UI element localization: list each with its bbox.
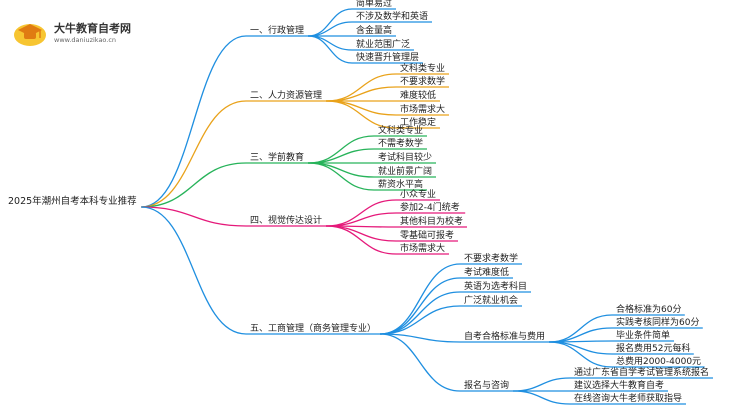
branch-5-child-2: 考试难度低 <box>464 266 509 278</box>
branch-5-child-3: 英语为选考科目 <box>464 280 527 292</box>
link-root-branch-4 <box>141 206 247 227</box>
brand-logo: 大牛教育自考网 www.daniuzikao.cn <box>12 18 162 48</box>
link-branch-5-child-4 <box>379 305 461 335</box>
branch-5-child-5: 自考合格标准与费用 <box>464 330 545 342</box>
sub-node-6-3: 在线咨询大牛老师获取指导 <box>574 392 682 404</box>
branch-label-3: 三、学前教育 <box>250 151 304 163</box>
link-branch-2-child-2 <box>325 86 397 102</box>
branch-2-child-5: 工作稳定 <box>400 116 436 128</box>
brand-url: www.daniuzikao.cn <box>54 36 117 44</box>
link-root-branch-2 <box>141 100 247 208</box>
sub-node-5-3: 毕业条件简单 <box>616 329 670 341</box>
link-sub-5-4 <box>548 341 613 355</box>
branch-label-2: 二、人力资源管理 <box>250 89 322 101</box>
branch-5-child-6: 报名与咨询 <box>464 379 509 391</box>
link-branch-3-child-5 <box>307 162 375 191</box>
branch-label-4: 四、视觉传达设计 <box>250 214 322 226</box>
link-branch-2-child-5 <box>325 100 397 129</box>
sub-node-5-5: 总费用2000-4000元 <box>616 355 701 367</box>
branch-4-child-3: 其他科目为校考 <box>400 215 463 227</box>
branch-1-child-3: 含金量高 <box>356 24 392 36</box>
branch-2-child-3: 难度较低 <box>400 89 436 101</box>
link-branch-4-child-4 <box>325 225 397 242</box>
branch-1-child-2: 不涉及数学和英语 <box>356 10 428 22</box>
branch-1-child-4: 就业范围广泛 <box>356 38 410 50</box>
link-branch-3-child-2 <box>307 148 375 164</box>
link-branch-1-child-2 <box>307 21 353 37</box>
branch-4-child-5: 市场需求大 <box>400 242 445 254</box>
branch-2-child-2: 不要求数学 <box>400 75 445 87</box>
mind-map-nodes: 2025年潮州自考本科专业推荐 一、行政管理 简单易过不涉及数学和英语含金量高就业范… <box>8 0 709 404</box>
link-branch-1-child-4 <box>307 35 353 51</box>
branch-4-child-4: 零基础可报考 <box>400 229 454 241</box>
branch-5-child-4: 广泛就业机会 <box>464 294 518 306</box>
brand-name: 大牛教育自考网 <box>54 22 131 35</box>
branch-4-child-2: 参加2-4门统考 <box>400 201 460 213</box>
sub-node-5-4: 报名费用52元每科 <box>616 342 690 354</box>
branch-3-child-5: 薪资水平高 <box>378 178 423 190</box>
link-branch-5-child-5 <box>379 333 461 343</box>
link-root-branch-1 <box>141 35 247 208</box>
graduation-cap-icon <box>14 24 46 46</box>
root-topic: 2025年潮州自考本科专业推荐 <box>8 195 137 207</box>
link-sub-6-1 <box>512 377 571 392</box>
branch-4-child-1: 小众专业 <box>400 188 436 200</box>
link-branch-4-child-2 <box>325 212 397 227</box>
link-branch-5-child-2 <box>379 277 461 335</box>
sub-node-6-2: 建议选择大牛教育自考 <box>574 379 664 391</box>
sub-node-6-1: 通过广东省自学考试管理系统报名 <box>574 366 709 378</box>
link-branch-3-child-4 <box>307 162 375 178</box>
branch-3-child-1: 文科类专业 <box>378 124 423 136</box>
branch-5-child-1: 不要求考数学 <box>464 252 518 264</box>
link-sub-5-5 <box>548 341 613 368</box>
link-branch-5-child-1 <box>379 263 461 335</box>
branch-label-5: 五、工商管理（商务管理专业） <box>250 322 376 334</box>
link-sub-5-2 <box>548 327 613 343</box>
link-branch-4-child-5 <box>325 225 397 255</box>
branch-3-child-3: 考试科目较少 <box>378 151 432 163</box>
branch-label-1: 一、行政管理 <box>250 24 304 36</box>
link-sub-6-3 <box>512 390 571 405</box>
branch-3-child-4: 就业前景广阔 <box>378 165 432 177</box>
sub-node-5-2: 实践考核同样为60分 <box>616 316 699 328</box>
link-branch-5-child-6 <box>379 333 461 392</box>
sub-node-5-1: 合格标准为60分 <box>616 303 681 315</box>
link-branch-1-child-5 <box>307 35 353 64</box>
branch-2-child-4: 市场需求大 <box>400 103 445 115</box>
branch-1-child-5: 快速晋升管理层 <box>356 51 419 63</box>
link-root-branch-3 <box>141 162 247 208</box>
mind-map-links <box>141 8 713 405</box>
link-root-branch-5 <box>141 206 247 335</box>
branch-3-child-2: 不需考数学 <box>378 137 423 149</box>
link-branch-2-child-4 <box>325 100 397 116</box>
branch-1-child-1: 简单易过 <box>356 0 392 9</box>
branch-2-child-1: 文科类专业 <box>400 62 445 74</box>
